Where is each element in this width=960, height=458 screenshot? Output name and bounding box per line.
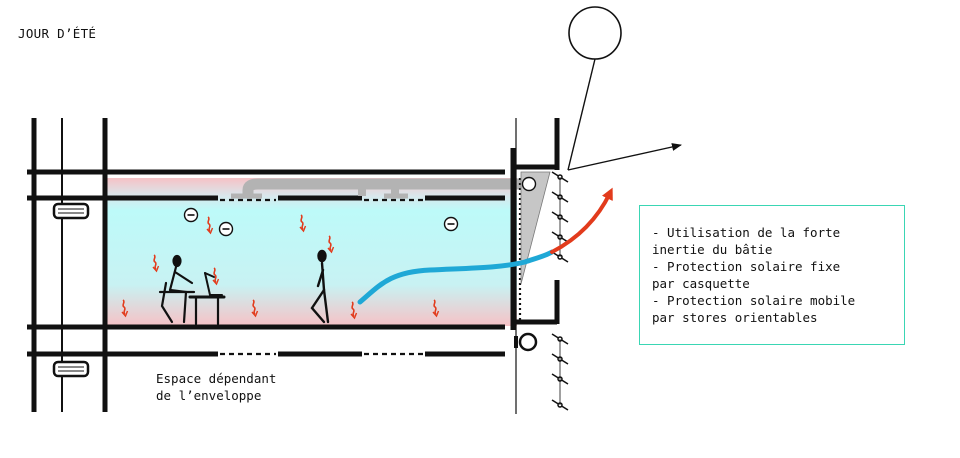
- room-interior: [107, 178, 517, 326]
- person-icon: [158, 254, 226, 326]
- legend-line: par casquette: [652, 276, 750, 291]
- person-icon: [310, 249, 330, 324]
- legend-box: - Utilisation de la forte inertie du bât…: [639, 205, 905, 345]
- space-label: Espace dépendant de l’enveloppe: [156, 370, 276, 404]
- reflected-ray-arrow: [567, 143, 682, 171]
- cool-airflow: [357, 249, 555, 305]
- window-icon: [52, 202, 90, 378]
- legend-line: - Protection solaire fixe: [652, 259, 841, 274]
- orientable-blinds: [551, 171, 569, 411]
- sun-icon: [568, 6, 622, 60]
- legend-line: par stores orientables: [652, 310, 818, 325]
- fan-icon: [514, 332, 538, 352]
- sun-shade-cone: [520, 171, 551, 285]
- floor-slabs: [27, 169, 505, 357]
- legend-line: - Protection solaire mobile: [652, 293, 856, 308]
- legend-line: inertie du bâtie: [652, 242, 773, 257]
- legend-line: - Utilisation de la forte: [652, 225, 841, 240]
- warm-exhaust: [550, 187, 613, 254]
- space-label-line-1: Espace dépendant: [156, 371, 277, 386]
- page-title: JOUR D’ÉTÉ: [18, 26, 97, 41]
- slab-dashed-openings: [220, 198, 423, 356]
- facade-structure: [510, 118, 560, 414]
- space-label-line-2: de l’enveloppe: [156, 388, 262, 403]
- sun-ray: [567, 58, 596, 171]
